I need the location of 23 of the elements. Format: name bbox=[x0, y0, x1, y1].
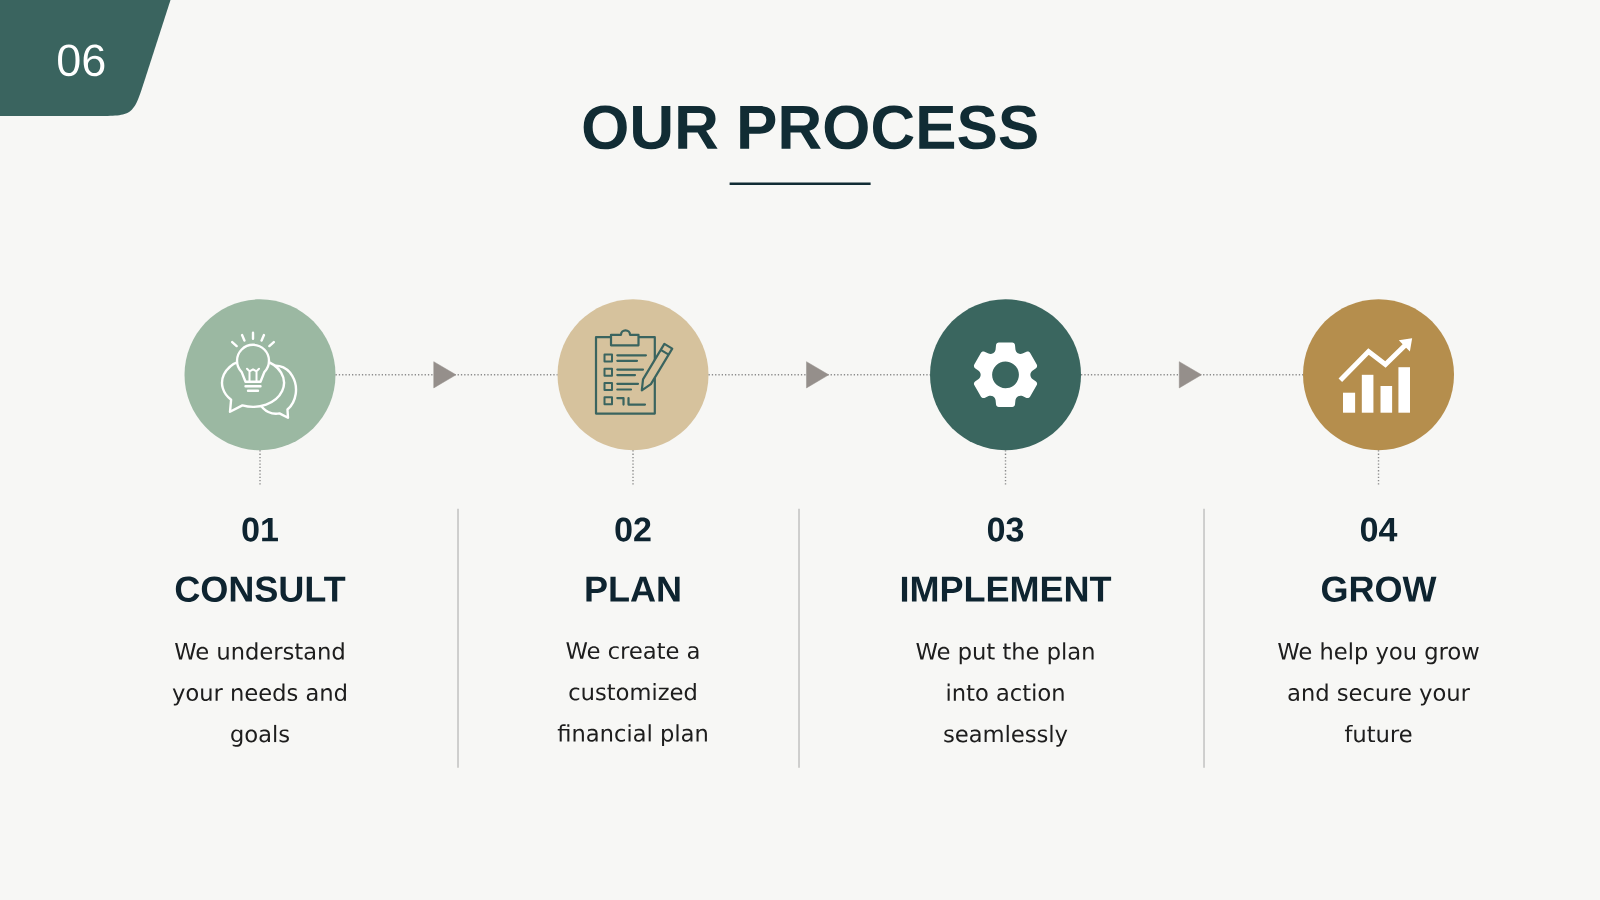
step-title: CONSULT bbox=[175, 576, 346, 602]
step-number: 03 bbox=[987, 517, 1024, 542]
step-number: 04 bbox=[1360, 517, 1398, 542]
arrow bbox=[334, 361, 559, 389]
dotted-line bbox=[632, 449, 634, 486]
step-number: 01 bbox=[242, 517, 278, 542]
dotted-line bbox=[1004, 449, 1007, 486]
page-number-badge: 06 bbox=[0, 0, 171, 116]
arrow bbox=[707, 361, 931, 389]
step-description: We create a customized financial plan bbox=[557, 642, 707, 747]
step-description: We help you grow and secure your future bbox=[1278, 642, 1479, 743]
step-circle bbox=[1303, 299, 1454, 451]
step-description: We understand your needs and goals bbox=[172, 642, 346, 747]
step-description: We put the plan into action seamlessly bbox=[916, 642, 1094, 747]
title: OUR PROCESS bbox=[583, 105, 1037, 150]
dotted-line bbox=[259, 449, 261, 486]
step-title: GROW bbox=[1322, 576, 1437, 602]
step-title: PLAN bbox=[586, 576, 680, 602]
step-title: IMPLEMENT bbox=[901, 576, 1112, 602]
step-circle bbox=[557, 299, 709, 451]
dotted-line bbox=[1377, 449, 1380, 486]
step-number: 02 bbox=[615, 517, 651, 542]
arrow bbox=[1080, 361, 1304, 389]
